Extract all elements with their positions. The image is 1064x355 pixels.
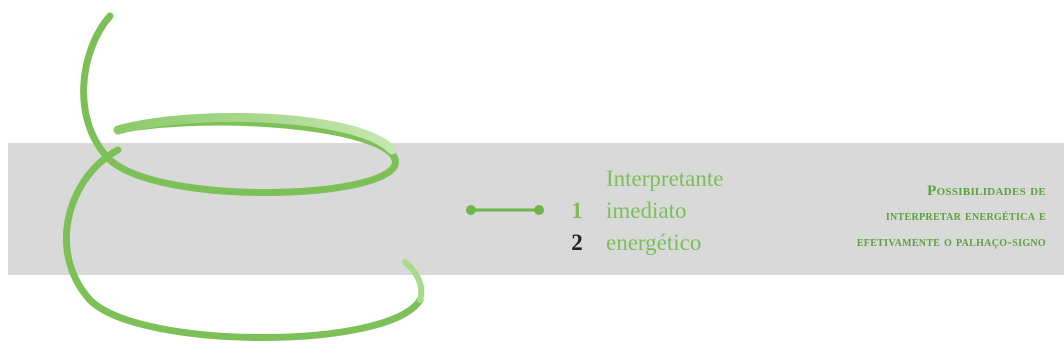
note-line: Possibilidades de <box>927 183 1046 199</box>
item-number: 1 <box>571 198 583 223</box>
item-label: energético <box>606 230 702 255</box>
note-line: efetivamente o palhaço-signo <box>856 235 1046 250</box>
list-heading: Interpretante <box>606 166 724 191</box>
description-note: Possibilidades de interpretar energética… <box>726 178 1046 256</box>
item-number: 2 <box>571 230 583 255</box>
dot-line-connector-icon <box>466 205 544 215</box>
note-line: interpretar energética e <box>885 209 1046 224</box>
item-label: imediato <box>606 198 687 223</box>
